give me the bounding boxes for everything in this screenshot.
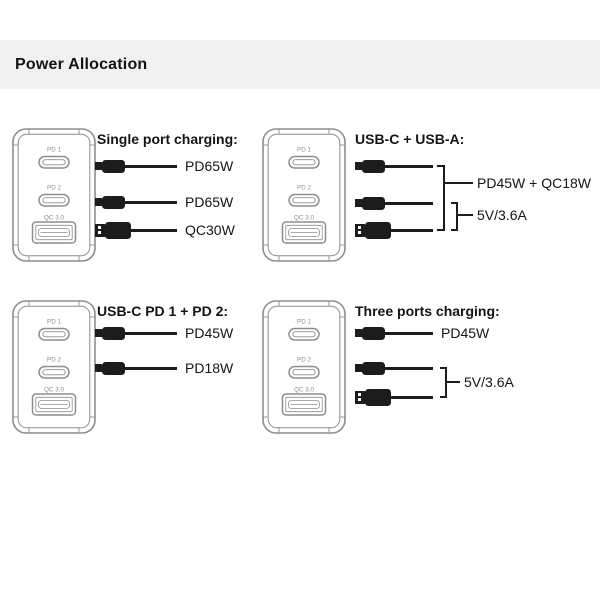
port-label-pd1: PD 1 — [297, 319, 311, 326]
group-bracket-inner — [451, 202, 458, 231]
port-label-qc: QC 3.0 — [294, 387, 314, 394]
usb-c-port-1 — [38, 327, 70, 341]
usb-c-connector-icon — [355, 326, 385, 340]
usb-c-cable — [355, 156, 433, 176]
usb-a-cable — [355, 220, 433, 240]
usb-c-cable: PD65W — [95, 192, 233, 212]
usb-a-connector-icon — [355, 388, 391, 406]
usb-c-connector-icon — [95, 195, 125, 209]
corner-seam-marks — [13, 301, 95, 433]
usb-c-port-2 — [288, 193, 320, 207]
panel-usbc-pd1-plus-pd2: PD 1 PD 2 QC 3.0 USB-C PD 1 + PD 2: PD4 — [12, 300, 252, 448]
usb-a-connector-icon — [355, 221, 391, 239]
charger-body — [12, 128, 96, 262]
group-label-line — [447, 381, 460, 383]
usb-c-cable: PD45W — [95, 323, 233, 343]
charger-body — [262, 300, 346, 434]
panel-usbc-plus-usba: PD 1 PD 2 QC 3.0 USB-C + USB-A: — [262, 128, 598, 276]
usb-c-connector-icon — [95, 361, 125, 375]
usb-a-cable: QC30W — [95, 220, 235, 240]
cable-wire — [385, 366, 433, 370]
cable-wire — [125, 331, 177, 335]
port-label-qc: QC 3.0 — [44, 387, 64, 394]
output-power-label: PD18W — [185, 360, 234, 376]
charger-body — [262, 128, 346, 262]
usb-c-connector-icon — [95, 159, 125, 173]
charger-illustration: PD 1 PD 2 QC 3.0 — [12, 300, 96, 434]
usb-c-port-2 — [38, 365, 70, 379]
output-power-label: PD45W — [185, 325, 234, 341]
usb-c-cable — [355, 358, 433, 378]
usb-c-port-2 — [288, 365, 320, 379]
cable-wire — [131, 228, 177, 232]
port-label-pd2: PD 2 — [297, 357, 311, 364]
usb-a-cable — [355, 387, 433, 407]
port-label-pd2: PD 2 — [47, 357, 61, 364]
cable-wire — [391, 228, 433, 232]
usb-c-port-1 — [288, 327, 320, 341]
group-label-line — [445, 182, 473, 184]
group-bracket-outer — [437, 165, 445, 231]
panel-three-ports-charging: PD 1 PD 2 QC 3.0 Three ports charging: — [262, 300, 598, 448]
corner-seam-marks — [263, 129, 345, 261]
usb-c-connector-icon — [355, 159, 385, 173]
cable-wire — [125, 164, 177, 168]
panel-title: Single port charging: — [97, 131, 238, 147]
group-output-label: 5V/3.6A — [477, 207, 527, 223]
group-label-line — [458, 214, 473, 216]
usb-c-port-2 — [38, 193, 70, 207]
group-output-label: PD45W + QC18W — [477, 175, 591, 191]
usb-a-port — [31, 221, 77, 244]
usb-c-cable — [355, 193, 433, 213]
port-label-pd1: PD 1 — [297, 147, 311, 154]
port-label-qc: QC 3.0 — [44, 215, 64, 222]
usb-a-port — [31, 393, 77, 416]
cable-wire — [385, 201, 433, 205]
page-title: Power Allocation — [15, 55, 148, 73]
corner-seam-marks — [263, 301, 345, 433]
usb-c-cable: PD45W — [355, 323, 489, 343]
output-power-label: PD45W — [441, 325, 490, 341]
usb-c-cable: PD18W — [95, 358, 233, 378]
panel-title: USB-C + USB-A: — [355, 131, 465, 147]
port-label-pd2: PD 2 — [47, 185, 61, 192]
usb-c-connector-icon — [95, 326, 125, 340]
usb-c-connector-icon — [355, 361, 385, 375]
cable-wire — [125, 200, 177, 204]
output-power-label: PD65W — [185, 194, 234, 210]
cable-wire — [125, 366, 177, 370]
usb-c-port-1 — [288, 155, 320, 169]
charger-illustration: PD 1 PD 2 QC 3.0 — [262, 128, 346, 262]
port-label-pd1: PD 1 — [47, 147, 61, 154]
usb-c-port-1 — [38, 155, 70, 169]
usb-c-cable: PD65W — [95, 156, 233, 176]
panel-single-port-charging: PD 1 PD 2 QC 3.0 Single port charging: — [12, 128, 252, 276]
group-bracket — [440, 367, 447, 398]
panel-title: USB-C PD 1 + PD 2: — [97, 303, 229, 319]
corner-seam-marks — [13, 129, 95, 261]
section-header-bar: Power Allocation — [0, 40, 600, 89]
charger-illustration: PD 1 PD 2 QC 3.0 — [12, 128, 96, 262]
port-label-pd1: PD 1 — [47, 319, 61, 326]
charger-illustration: PD 1 PD 2 QC 3.0 — [262, 300, 346, 434]
port-label-qc: QC 3.0 — [294, 215, 314, 222]
cable-wire — [385, 164, 433, 168]
cable-wire — [385, 331, 433, 335]
usb-a-connector-icon — [95, 221, 131, 239]
panel-title: Three ports charging: — [355, 303, 500, 319]
usb-a-port — [281, 393, 327, 416]
usb-c-connector-icon — [355, 196, 385, 210]
usb-a-port — [281, 221, 327, 244]
port-label-pd2: PD 2 — [297, 185, 311, 192]
output-power-label: PD65W — [185, 158, 234, 174]
cable-wire — [391, 395, 433, 399]
output-power-label: QC30W — [185, 222, 235, 238]
group-output-label: 5V/3.6A — [464, 374, 514, 390]
